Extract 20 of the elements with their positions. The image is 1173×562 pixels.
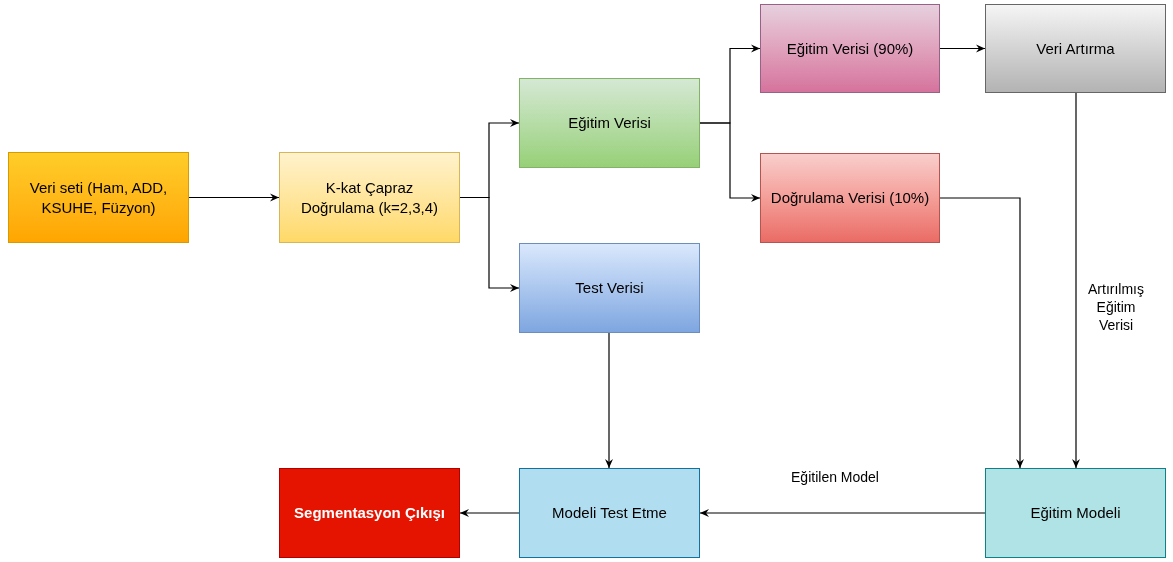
arrow bbox=[939, 197, 1024, 469]
process-box: Eğitim Modeli bbox=[985, 468, 1166, 558]
process-box: Eğitim Verisi bbox=[519, 78, 700, 168]
process-box: K-kat Çapraz Doğrulama (k=2,3,4) bbox=[279, 152, 460, 243]
process-box: Test Verisi bbox=[519, 243, 700, 333]
arrow bbox=[459, 196, 520, 292]
arrow bbox=[605, 332, 613, 469]
process-box: Veri Artırma bbox=[985, 4, 1166, 93]
arrow bbox=[699, 509, 986, 517]
process-box: Segmentasyon Çıkışı bbox=[279, 468, 460, 558]
arrow bbox=[699, 122, 761, 202]
arrow bbox=[939, 44, 986, 53]
process-box: Doğrulama Verisi (10%) bbox=[760, 153, 940, 243]
process-box: Eğitim Verisi (90%) bbox=[760, 4, 940, 93]
arrow bbox=[188, 193, 280, 202]
arrow bbox=[1072, 92, 1080, 469]
process-box: Modeli Test Etme bbox=[519, 468, 700, 558]
edge-label: Eğitilen Model bbox=[790, 468, 880, 486]
arrow bbox=[459, 509, 520, 517]
process-box: Veri seti (Ham, ADD, KSUHE, Füzyon) bbox=[8, 152, 189, 243]
